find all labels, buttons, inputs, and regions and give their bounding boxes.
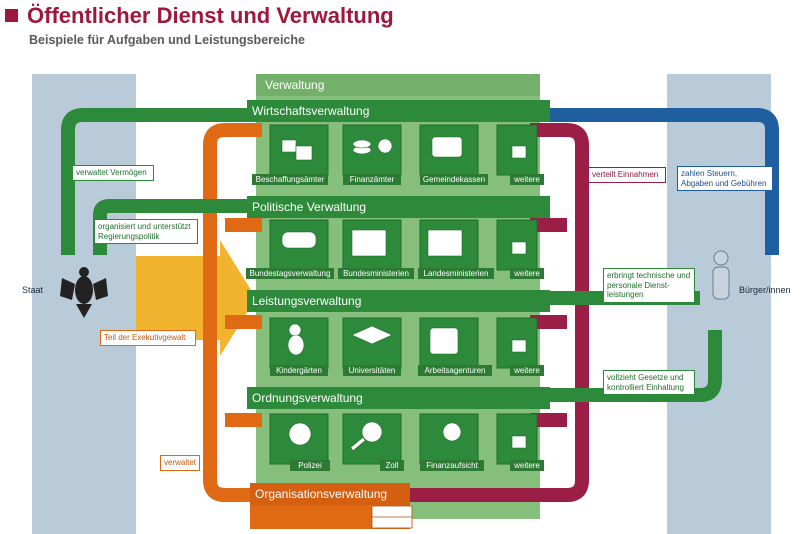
item-label: Zoll bbox=[380, 460, 404, 471]
item-label: Polizei bbox=[290, 460, 330, 471]
band-rails bbox=[247, 100, 550, 409]
buerger-label: Bürger/innen bbox=[739, 285, 791, 295]
item-label: Finanzaufsicht bbox=[420, 460, 484, 471]
item-label: weitere bbox=[510, 174, 544, 185]
item-label: weitere bbox=[510, 365, 544, 376]
item-label: Arbeitsagenturen bbox=[418, 365, 492, 376]
wirtschaft-title: Wirtschaftsverwaltung bbox=[252, 104, 370, 118]
tag-erbringt: erbringt technische und personale Dienst… bbox=[603, 268, 695, 303]
page-subtitle: Beispiele für Aufgaben und Leistungsbere… bbox=[29, 33, 305, 47]
item-label: Bundesministerien bbox=[338, 268, 414, 279]
verwaltung-title: Verwaltung bbox=[265, 78, 325, 92]
item-label: weitere bbox=[510, 268, 544, 279]
ordnung-title: Ordnungsverwaltung bbox=[252, 391, 363, 405]
item-label: Finanzämter bbox=[343, 174, 401, 185]
organisation-inner bbox=[250, 483, 410, 505]
archive-icon bbox=[371, 505, 413, 529]
person-icon bbox=[712, 250, 730, 300]
verwaltung-header bbox=[256, 74, 540, 96]
tag-organisiert: organisiert und unterstützt Regierungspo… bbox=[94, 219, 198, 244]
tag-verwaltet: verwaltet bbox=[160, 455, 200, 471]
tag-teil-exekutive: Teil der Exekutivgewalt bbox=[100, 330, 196, 346]
page-title: Öffentlicher Dienst und Verwaltung bbox=[27, 3, 394, 28]
item-label: Universitäten bbox=[343, 365, 401, 376]
title-marker bbox=[5, 9, 18, 22]
politik-title: Politische Verwaltung bbox=[252, 200, 367, 214]
tag-zahlen: zahlen Steuern, Abgaben und Gebühren bbox=[677, 166, 773, 191]
staat-label: Staat bbox=[22, 285, 44, 295]
tag-vollzieht: vollzieht Gesetze und kontrolliert Einha… bbox=[603, 370, 695, 395]
eagle-icon bbox=[60, 267, 108, 318]
organisation-title: Organisationsverwaltung bbox=[255, 487, 388, 501]
leistung-title: Leistungsverwaltung bbox=[252, 294, 362, 308]
item-label: weitere bbox=[510, 460, 544, 471]
item-label: Bundestagsverwaltung bbox=[246, 268, 334, 279]
item-label: Landesministerien bbox=[418, 268, 494, 279]
orange-loops bbox=[203, 123, 262, 502]
blue-flow bbox=[540, 108, 779, 255]
item-label: Kindergärten bbox=[270, 365, 328, 376]
item-label: Beschaffungsämter bbox=[252, 174, 328, 185]
icon-glyphs bbox=[281, 136, 527, 452]
tag-verwaltet-vermoegen: verwaltet Vermögen bbox=[72, 165, 154, 181]
tag-verteilt: verteilt Einnahmen bbox=[588, 167, 666, 183]
item-label: Gemeindekassen bbox=[420, 174, 488, 185]
